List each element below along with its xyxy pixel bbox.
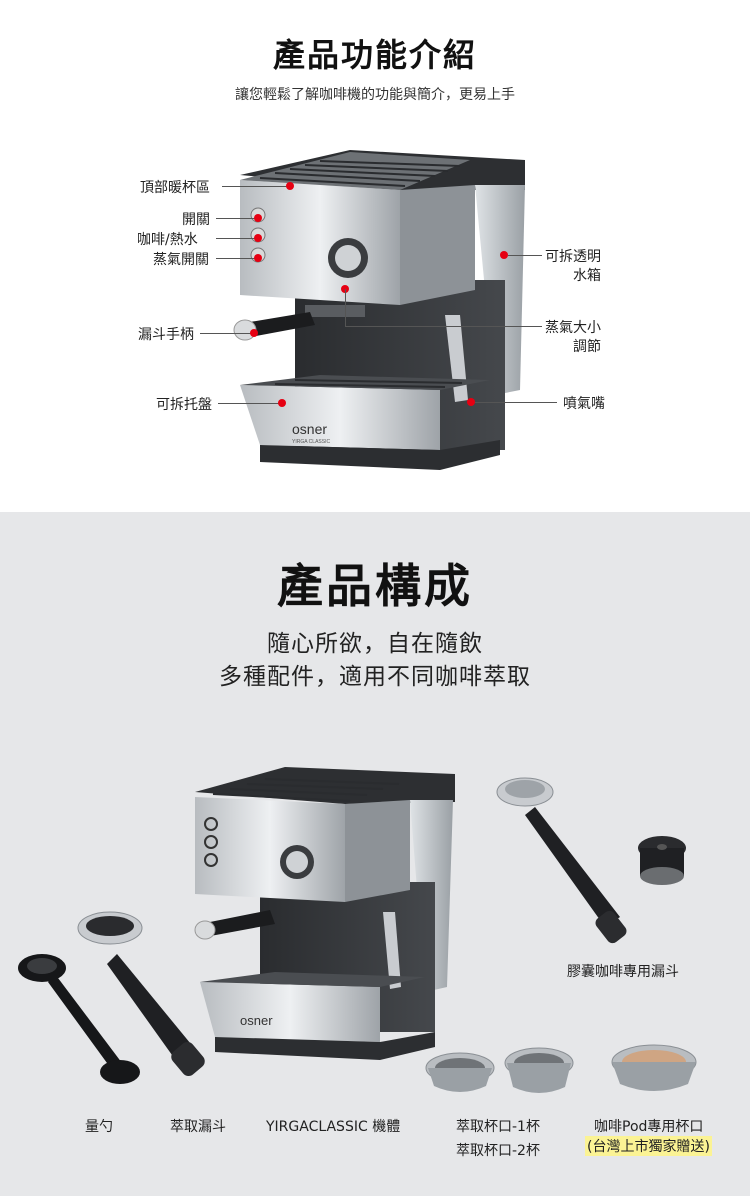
marker-steam-nozzle [467,398,475,406]
marker-water-tank [500,251,508,259]
capsule-adapter-image [638,836,686,885]
leader-steam-adjust-v [345,289,346,326]
label-drip-tray: 可拆托盤 [156,397,212,413]
brand-subtitle: YIRGA CLASSIC [292,439,330,445]
marker-coffee-hot-water [254,234,262,242]
caption-cup-1: 萃取杯口-1杯 [456,1119,540,1135]
label-steam-switch: 蒸氣開關 [153,252,209,268]
caption-filter-funnel: 萃取漏斗 [170,1119,226,1135]
pod-cup-image [611,1044,697,1091]
brand-logo: osner [292,421,327,437]
leader-portafilter-handle [200,333,252,334]
cup-2-image [504,1047,574,1093]
leader-water-tank [508,255,542,256]
caption-scoop: 量勺 [85,1119,113,1135]
label-steam-nozzle: 噴氣嘴 [563,396,605,412]
marker-steam-switch [254,254,262,262]
leader-steam-adjust-h [345,326,542,327]
marker-portafilter-handle [250,329,258,337]
filter-funnel-image [77,911,205,1076]
components-title: 產品構成 [277,559,473,613]
functions-section: 產品功能介紹 讓您輕鬆了解咖啡機的功能與簡介，更易上手 [0,0,750,512]
leader-power-switch [216,218,256,219]
label-top-warmer: 頂部暖杯區 [140,180,210,196]
components-subtitle-1: 隨心所欲，自在隨飲 [267,631,483,657]
cup-1-image [425,1052,495,1092]
functions-title: 產品功能介紹 [272,36,477,74]
label-water-tank-2: 水箱 [573,268,601,284]
label-power-switch: 開關 [182,212,210,228]
body-brand-logo: osner [240,1013,273,1028]
capsule-funnel-handle-image [496,777,627,944]
leader-drip-tray [218,403,280,404]
label-steam-adjust-1: 蒸氣大小 [545,320,601,336]
caption-body: YIRGACLASSIC 機體 [266,1119,401,1135]
label-steam-adjust-2: 調節 [573,339,601,355]
functions-subtitle: 讓您輕鬆了解咖啡機的功能與簡介，更易上手 [235,87,515,103]
label-portafilter-handle: 漏斗手柄 [138,327,194,343]
components-section: 產品構成 隨心所欲，自在隨飲 多種配件，適用不同咖啡萃取 osner [0,512,750,1196]
coffee-machine-illustration: osner YIRGA CLASSIC [233,150,525,470]
caption-exclusive-badge: (台灣上市獨家贈送) [585,1136,712,1156]
label-coffee-hot-water: 咖啡/熱水 [137,232,198,248]
components-subtitle-2: 多種配件，適用不同咖啡萃取 [219,664,531,690]
caption-cup-2: 萃取杯口-2杯 [456,1143,540,1159]
marker-power-switch [254,214,262,222]
machine-body-image: osner [194,767,455,1060]
marker-drip-tray [278,399,286,407]
scoop-image [18,954,140,1084]
leader-coffee-hot-water [216,238,256,239]
caption-pod-cup: 咖啡Pod專用杯口 [594,1119,704,1135]
leader-steam-switch [216,258,256,259]
label-water-tank-1: 可拆透明 [545,249,601,265]
caption-capsule-funnel: 膠囊咖啡專用漏斗 [567,964,679,980]
leader-top-warmer [222,186,288,187]
marker-top-warmer [286,182,294,190]
leader-steam-nozzle [475,402,557,403]
